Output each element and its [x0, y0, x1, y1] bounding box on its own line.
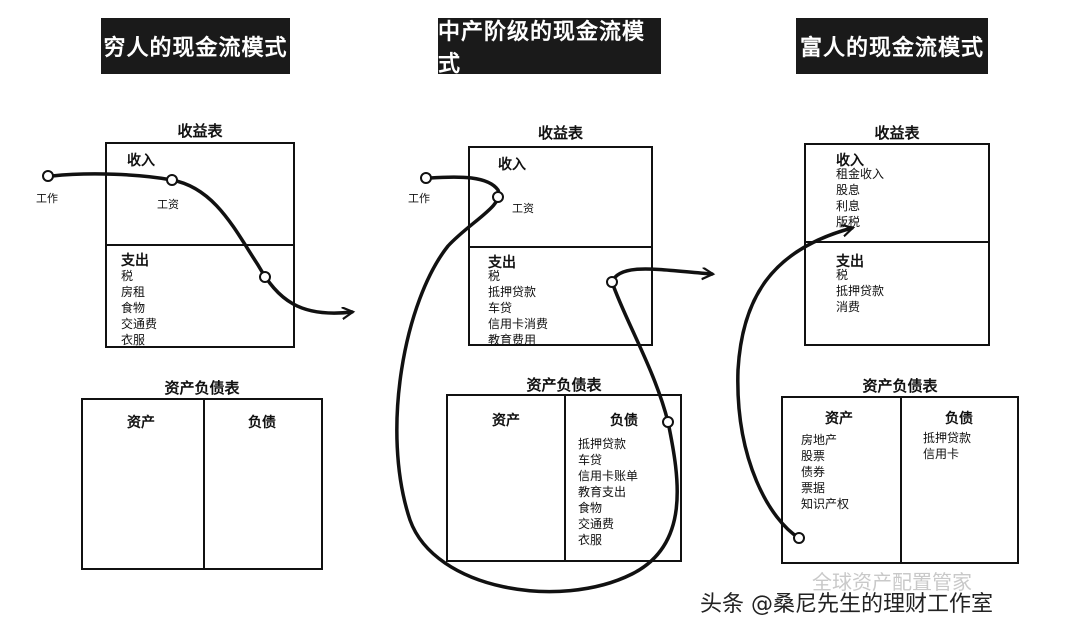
list-item: 交通费 [578, 517, 615, 531]
list-item: 房租 [121, 285, 146, 299]
list-item: 股票 [801, 449, 826, 463]
balance-sheet-poor: 资产 负债 [81, 398, 323, 570]
income-statement-rich: 收入 租金收入 股息 利息 版税 支出 税 抵押贷款 消费 [804, 143, 990, 346]
panel-title-rich: 富人的现金流模式 [796, 18, 988, 74]
list-item: 债券 [801, 465, 826, 479]
list-item: 抵押贷款 [923, 431, 972, 445]
watermark-faint: 全球资产配置管家 [812, 570, 972, 594]
list-item: 抵押贷款 [836, 284, 885, 298]
list-item: 租金收入 [836, 167, 885, 181]
income-list-rich: 租金收入 股息 利息 版税 [836, 166, 884, 230]
income-statement-label-poor: 收益表 [177, 122, 223, 140]
node-work-middle [420, 172, 432, 184]
node-label-salary-poor: 工资 [157, 198, 179, 211]
assets-head-rich: 资产 [825, 411, 853, 427]
income-head-middle: 收入 [498, 157, 526, 173]
list-item: 食物 [578, 501, 603, 515]
expense-list-rich: 税 抵押贷款 消费 [836, 267, 884, 315]
expense-list-poor: 税 房租 食物 交通费 衣服 [121, 268, 157, 348]
expense-list-middle: 税 抵押贷款 车贷 信用卡消费 教育费用 [488, 268, 548, 348]
income-head-poor: 收入 [127, 153, 155, 169]
list-item: 房地产 [801, 433, 838, 447]
income-statement-poor: 收入 支出 税 房租 食物 交通费 衣服 [105, 142, 295, 348]
list-item: 交通费 [121, 317, 158, 331]
node-label-salary-middle: 工资 [512, 202, 534, 215]
income-statement-label-rich: 收益表 [874, 124, 920, 142]
list-item: 税 [836, 268, 849, 282]
list-item: 税 [121, 269, 134, 283]
list-item: 利息 [836, 199, 861, 213]
node-label-work-poor: 工作 [36, 192, 58, 205]
list-item: 教育支出 [578, 485, 627, 499]
watermark: 头条 @桑尼先生的理财工作室 [700, 592, 993, 617]
liabilities-list-rich: 抵押贷款 信用卡 [923, 430, 971, 462]
balance-sheet-label-rich: 资产负债表 [862, 377, 938, 395]
balance-sheet-label-middle: 资产负债表 [526, 376, 602, 394]
list-item: 食物 [121, 301, 146, 315]
income-statement-middle: 收入 支出 税 抵押贷款 车贷 信用卡消费 教育费用 [468, 146, 653, 348]
list-item: 衣服 [121, 333, 146, 347]
list-item: 衣服 [578, 533, 603, 547]
liabilities-head-poor: 负债 [248, 415, 276, 431]
list-item: 知识产权 [801, 497, 850, 511]
list-item: 票据 [801, 481, 826, 495]
node-label-work-middle: 工作 [408, 192, 430, 205]
panel-title-poor: 穷人的现金流模式 [101, 18, 290, 74]
balance-sheet-middle: 资产 负债 抵押贷款 车贷 信用卡账单 教育支出 食物 交通费 衣服 [446, 394, 682, 562]
list-item: 版税 [836, 215, 861, 229]
list-item: 消费 [836, 300, 861, 314]
balance-sheet-label-poor: 资产负债表 [164, 379, 240, 397]
liabilities-list-middle: 抵押贷款 车贷 信用卡账单 教育支出 食物 交通费 衣服 [578, 436, 638, 548]
list-item: 教育费用 [488, 333, 537, 347]
list-item: 车贷 [488, 301, 513, 315]
expense-head-poor: 支出 [121, 253, 149, 269]
assets-head-middle: 资产 [492, 413, 520, 429]
list-item: 信用卡 [923, 447, 960, 461]
income-head-rich: 收入 [836, 153, 864, 169]
node-work-poor [42, 170, 54, 182]
panel-title-middle: 中产阶级的现金流模式 [438, 18, 661, 77]
balance-sheet-rich: 资产 房地产 股票 债券 票据 知识产权 负债 抵押贷款 信用卡 [781, 396, 1019, 564]
list-item: 抵押贷款 [578, 437, 627, 451]
income-statement-label-middle: 收益表 [537, 124, 583, 142]
assets-head-poor: 资产 [127, 415, 155, 431]
list-item: 信用卡账单 [578, 469, 639, 483]
liabilities-head-middle: 负债 [610, 413, 638, 429]
list-item: 税 [488, 269, 501, 283]
list-item: 信用卡消费 [488, 317, 549, 331]
assets-list-rich: 房地产 股票 债券 票据 知识产权 [801, 432, 849, 512]
list-item: 车贷 [578, 453, 603, 467]
list-item: 股息 [836, 183, 861, 197]
liabilities-head-rich: 负债 [945, 411, 973, 427]
list-item: 抵押贷款 [488, 285, 537, 299]
